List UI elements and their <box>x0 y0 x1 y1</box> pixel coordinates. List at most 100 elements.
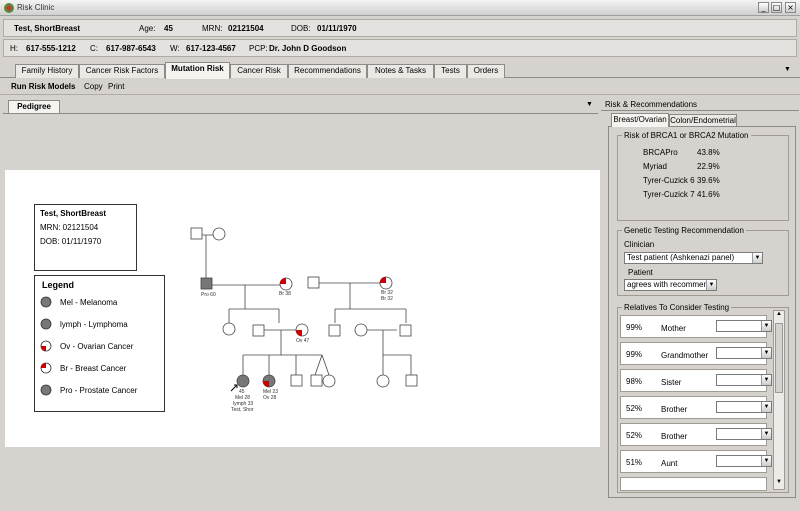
dob-value: 01/11/1970 <box>317 24 357 33</box>
scroll-up-icon[interactable]: ▲ <box>776 311 782 317</box>
relative-select[interactable]: ▼ <box>716 455 772 467</box>
chevron-down-icon[interactable]: ▼ <box>761 375 771 385</box>
chevron-down-icon[interactable]: ▼ <box>761 456 771 466</box>
chevron-down-icon[interactable]: ▼ <box>752 253 762 263</box>
relative-name: Brother <box>661 405 688 414</box>
tab-pedigree[interactable]: Pedigree <box>8 100 60 114</box>
pedigree-dropdown-icon[interactable]: ▼ <box>586 101 593 108</box>
tab-cancer-risk[interactable]: Cancer Risk <box>230 64 288 78</box>
label-mel28: Mel 28 <box>235 395 250 401</box>
chevron-down-icon[interactable]: ▼ <box>761 402 771 412</box>
relative-row: 99% Mother ▼ <box>620 315 772 338</box>
label-mel23: Mel 23 <box>263 389 278 395</box>
age-label: Age: <box>139 24 156 33</box>
pedigree-diagram: Pro 60 Br 38 Br 32 Br 32 Ov 47 45 Mel 28… <box>190 227 418 413</box>
minimize-button[interactable]: _ <box>758 2 769 13</box>
patient-name: Test, ShortBreast <box>14 24 81 33</box>
relative-select[interactable]: ▼ <box>716 320 772 332</box>
prostate-symbol <box>40 384 52 396</box>
tab-orders[interactable]: Orders <box>467 64 505 78</box>
genetic-testing-group: Genetic Testing Recommendation Clinician… <box>617 226 789 296</box>
run-risk-models-button[interactable]: Run Risk Models <box>11 82 76 91</box>
relatives-scrollbar[interactable]: ▲ ▼ <box>773 310 785 490</box>
relative-select[interactable]: ▼ <box>716 428 772 440</box>
pcp-label: PCP: <box>249 44 268 53</box>
clinician-select[interactable]: Test patient (Ashkenazi panel) ▼ <box>624 252 763 264</box>
title-bar: Risk Clinic _ □ × <box>0 0 800 16</box>
lymphoma-symbol <box>40 318 52 330</box>
tab-mutation-risk[interactable]: Mutation Risk <box>165 62 230 79</box>
tab-breast-ovarian[interactable]: Breast/Ovarian <box>611 113 669 127</box>
patient-header: Test, ShortBreast Age: 45 MRN: 02121504 … <box>3 19 797 37</box>
info-name: Test, ShortBreast <box>40 209 107 218</box>
print-button[interactable]: Print <box>108 82 125 91</box>
work-phone: 617-123-4567 <box>186 44 236 53</box>
relative-select[interactable]: ▼ <box>716 374 772 386</box>
tab-family-history[interactable]: Family History <box>15 64 79 78</box>
breast-quadrant <box>41 363 46 368</box>
label-br32b: Br 32 <box>381 296 393 302</box>
label-br38: Br 38 <box>279 291 291 297</box>
legend-item-breast: Br - Breast Cancer <box>60 364 127 373</box>
relative-select[interactable]: ▼ <box>716 347 772 359</box>
tab-cancer-risk-factors[interactable]: Cancer Risk Factors <box>79 64 165 78</box>
relative-select[interactable]: ▼ <box>716 401 772 413</box>
label-br32a: Br 32 <box>381 290 393 296</box>
legend-item-melanoma: Mel - Melanoma <box>60 298 118 307</box>
legend-item-lymphoma: lymph - Lymphoma <box>60 320 128 329</box>
scroll-down-icon[interactable]: ▼ <box>776 479 782 485</box>
cell-phone-label: C: <box>90 44 98 53</box>
value-tyrer-cuzick-6: 39.6% <box>697 176 720 185</box>
model-tyrer-cuzick-6: Tyrer-Cuzick 6 <box>643 176 695 185</box>
scroll-thumb[interactable] <box>775 323 783 393</box>
maternal-grandfather-symbol <box>307 276 320 289</box>
patient-select[interactable]: agrees with recommenda ▼ <box>624 279 717 291</box>
home-phone-label: H: <box>10 44 18 53</box>
relative-row: 99% Grandmother ▼ <box>620 342 772 365</box>
tab-divider <box>3 113 598 114</box>
label-lymph33: lymph 33 <box>233 401 254 407</box>
relative-row: 51% Aunt ▼ <box>620 450 772 473</box>
tab-tests[interactable]: Tests <box>434 64 467 78</box>
pane-title: Risk & Recommendations <box>605 100 698 109</box>
genetic-testing-title: Genetic Testing Recommendation <box>622 226 746 235</box>
grandmother-symbol <box>212 227 226 241</box>
age-value: 45 <box>164 24 173 33</box>
melanoma-symbol <box>40 296 52 308</box>
value-tyrer-cuzick-7: 41.6% <box>697 190 720 199</box>
pcp-value: Dr. John D Goodson <box>269 44 347 53</box>
model-myriad: Myriad <box>643 162 668 171</box>
work-phone-label: W: <box>170 44 180 53</box>
legend-item-ovarian: Ov - Ovarian Cancer <box>60 342 134 351</box>
maximize-button[interactable]: □ <box>771 2 782 13</box>
relatives-group: Relatives To Consider Testing 99% Mother… <box>617 303 789 493</box>
close-button[interactable]: × <box>785 2 796 13</box>
patient-value: agrees with recommenda <box>627 280 717 289</box>
copy-button[interactable]: Copy <box>84 82 103 91</box>
chevron-down-icon[interactable]: ▼ <box>761 321 771 331</box>
tab-colon-endometrial[interactable]: Colon/Endometrial <box>669 114 737 127</box>
chevron-down-icon[interactable]: ▼ <box>706 280 716 290</box>
clinician-value: Test patient (Ashkenazi panel) <box>627 253 735 262</box>
label-ov47: Ov 47 <box>296 338 310 344</box>
chevron-down-icon[interactable]: ▼ <box>761 429 771 439</box>
relative-row: 52% Brother ▼ <box>620 396 772 419</box>
chevron-down-icon[interactable]: ▼ <box>761 348 771 358</box>
value-brcapro: 43.8% <box>697 148 720 157</box>
relative-row: 98% Sister ▼ <box>620 369 772 392</box>
brca-risk-title: Risk of BRCA1 or BRCA2 Mutation <box>622 131 751 140</box>
tab-overflow-icon[interactable]: ▼ <box>784 66 791 73</box>
pane-divider <box>601 110 799 111</box>
ovarian-quadrant <box>41 346 46 351</box>
info-mrn: MRN: 02121504 <box>40 223 99 232</box>
patient-info-box: Test, ShortBreast MRN: 02121504 DOB: 01/… <box>34 204 137 271</box>
model-tyrer-cuzick-7: Tyrer-Cuzick 7 <box>643 190 695 199</box>
pedigree-pane: Pedigree ▼ Test, ShortBreast MRN: 021215… <box>3 98 600 503</box>
pedigree-canvas[interactable]: Test, ShortBreast MRN: 02121504 DOB: 01/… <box>5 170 600 447</box>
relative-row-partial <box>620 477 767 491</box>
toolbar: Run Risk Models Copy Print <box>0 79 800 95</box>
relative-name: Aunt <box>661 459 678 468</box>
clinician-label: Clinician <box>624 240 655 249</box>
tab-recommendations[interactable]: Recommendations <box>288 64 367 78</box>
tab-notes-tasks[interactable]: Notes & Tasks <box>367 64 434 78</box>
